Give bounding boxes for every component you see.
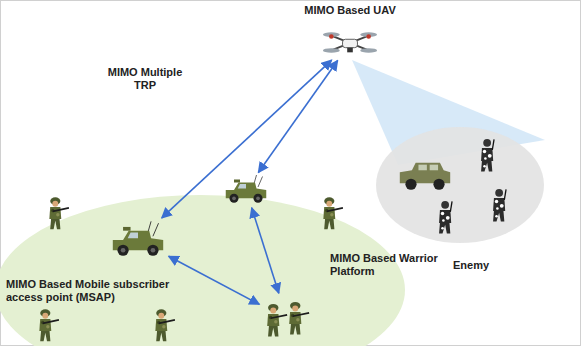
soldier — [49, 197, 69, 229]
radio-link — [258, 60, 337, 172]
edge-label: MIMO Multiple TRP — [100, 66, 190, 92]
radio-link — [169, 256, 260, 304]
jeep-icon — [110, 220, 166, 260]
warrior-node: MIMO Based Warrior Platform — [262, 296, 312, 342]
radio-link — [162, 60, 332, 218]
node-label: MIMO Based Warrior Platform — [330, 252, 440, 278]
soldier — [155, 309, 175, 341]
jeep-icon — [222, 175, 270, 205]
uav-node: MIMO Based UAV — [322, 28, 378, 58]
warriors-icon — [262, 296, 312, 342]
vehicle-node — [222, 175, 270, 205]
uav-icon — [322, 28, 378, 58]
node-label: Enemy — [453, 259, 533, 272]
enemyArea-icon — [375, 125, 545, 245]
soldier — [323, 197, 343, 229]
radio-link — [252, 208, 279, 293]
node-label: MIMO Based UAV — [282, 4, 418, 17]
msap-node: MIMO Based Mobile subscriber access poin… — [110, 220, 166, 260]
soldier — [39, 309, 59, 341]
enemy-area: Enemy — [375, 125, 545, 245]
node-label: MIMO Based Mobile subscriber access poin… — [6, 278, 196, 304]
